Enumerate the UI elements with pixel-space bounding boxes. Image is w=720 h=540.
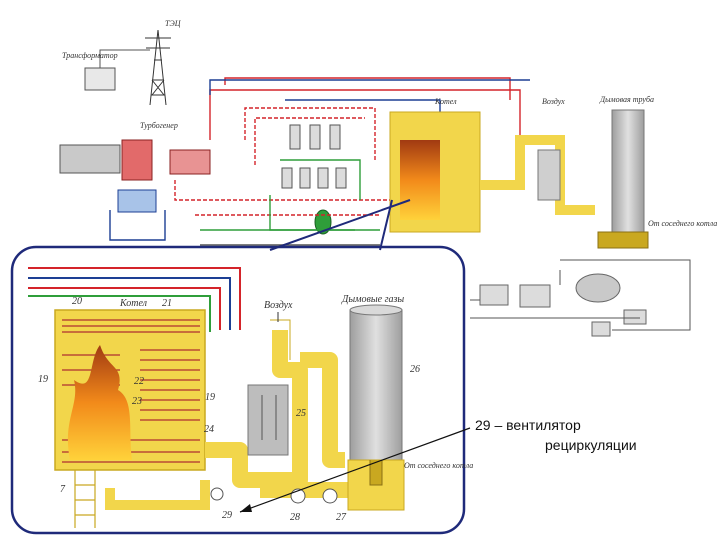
heaters-group: [281, 124, 347, 189]
deaerator-tank: [314, 209, 332, 235]
top-air-label: Воздух: [542, 97, 565, 106]
label-28: 28: [290, 512, 300, 523]
tec-label: ТЭЦ: [165, 19, 182, 28]
recirc-fan: [210, 487, 224, 501]
label-7: 7: [60, 484, 66, 495]
turbine-hp: [121, 139, 153, 181]
caption-line-2: рециркуляции: [545, 437, 637, 453]
inset-neighbor-label: От соседнего котла: [404, 461, 473, 470]
turbogenerator-label: Турбогенер: [140, 121, 178, 130]
top-chimney: [611, 109, 645, 241]
transformer-box: [84, 67, 116, 91]
label-24: 24: [204, 424, 214, 435]
inset-fire: [67, 345, 132, 460]
transformer-label: Трансформатор: [62, 51, 118, 60]
label-27: 27: [336, 512, 347, 523]
inset-top-pipes: [28, 267, 241, 332]
caption-pointer-line: [239, 427, 471, 513]
label-20: 20: [72, 296, 82, 307]
label-25: 25: [296, 408, 306, 419]
top-flue-duct: [480, 135, 595, 215]
label-23: 23: [132, 396, 142, 407]
label-22: 22: [134, 376, 144, 387]
label-29: 29: [222, 510, 232, 521]
turbine-lp: [169, 149, 211, 175]
air-heater-arrows: [261, 395, 277, 440]
top-boiler: Котел: [389, 97, 481, 233]
top-boiler-fire: [400, 140, 440, 220]
generator-box: [59, 144, 121, 174]
ash-tank: [575, 273, 621, 303]
right-pipes: [470, 259, 691, 331]
label-19b: 19: [205, 392, 215, 403]
inset-boiler-label: Котел: [119, 298, 148, 309]
top-chimney-label: Дымовая труба: [599, 95, 654, 104]
label-19: 19: [38, 374, 48, 385]
inset-pointer-lines: [269, 199, 411, 251]
inset-boiler-legs: [74, 470, 96, 528]
inset-boiler: Котел: [54, 298, 206, 471]
inset-chimney-label: Дымовые газы: [341, 294, 404, 305]
caption-pointer-head: [240, 504, 252, 512]
condenser-box: [117, 189, 157, 213]
inset-air-label: Воздух: [264, 300, 293, 311]
transmission-tower: [145, 29, 171, 106]
top-schematic: ТЭЦ Трансформатор Турбогенер: [59, 19, 717, 337]
top-chimney-base: [597, 231, 649, 249]
inset-air-heater: [247, 384, 289, 456]
caption-line-1: 29 – вентилятор: [475, 417, 581, 433]
pump-box-2: [519, 284, 551, 308]
label-21: 21: [162, 298, 172, 309]
top-neighbor-label: От соседнего котла: [648, 219, 717, 228]
fan-27: [322, 488, 338, 504]
inset-panel: Котел 20 21 19 22 23 19 24 7 Воздух 25: [10, 199, 637, 535]
label-26: 26: [410, 364, 420, 375]
pump-box-1: [479, 284, 509, 306]
transformer-line: [99, 49, 150, 68]
pump-box-3: [591, 321, 611, 337]
pump-box-4: [623, 309, 647, 325]
top-air-heater: [537, 149, 561, 201]
inset-flue-outline: [270, 319, 291, 360]
inset-chimney-body: [349, 309, 403, 461]
inset-recirc-duct: [105, 480, 210, 510]
inset-flue-duct: [205, 330, 360, 498]
top-boiler-label: Котел: [434, 97, 457, 106]
inset-chimney: Дымовые газы 26 От соседнего котла: [341, 294, 473, 511]
